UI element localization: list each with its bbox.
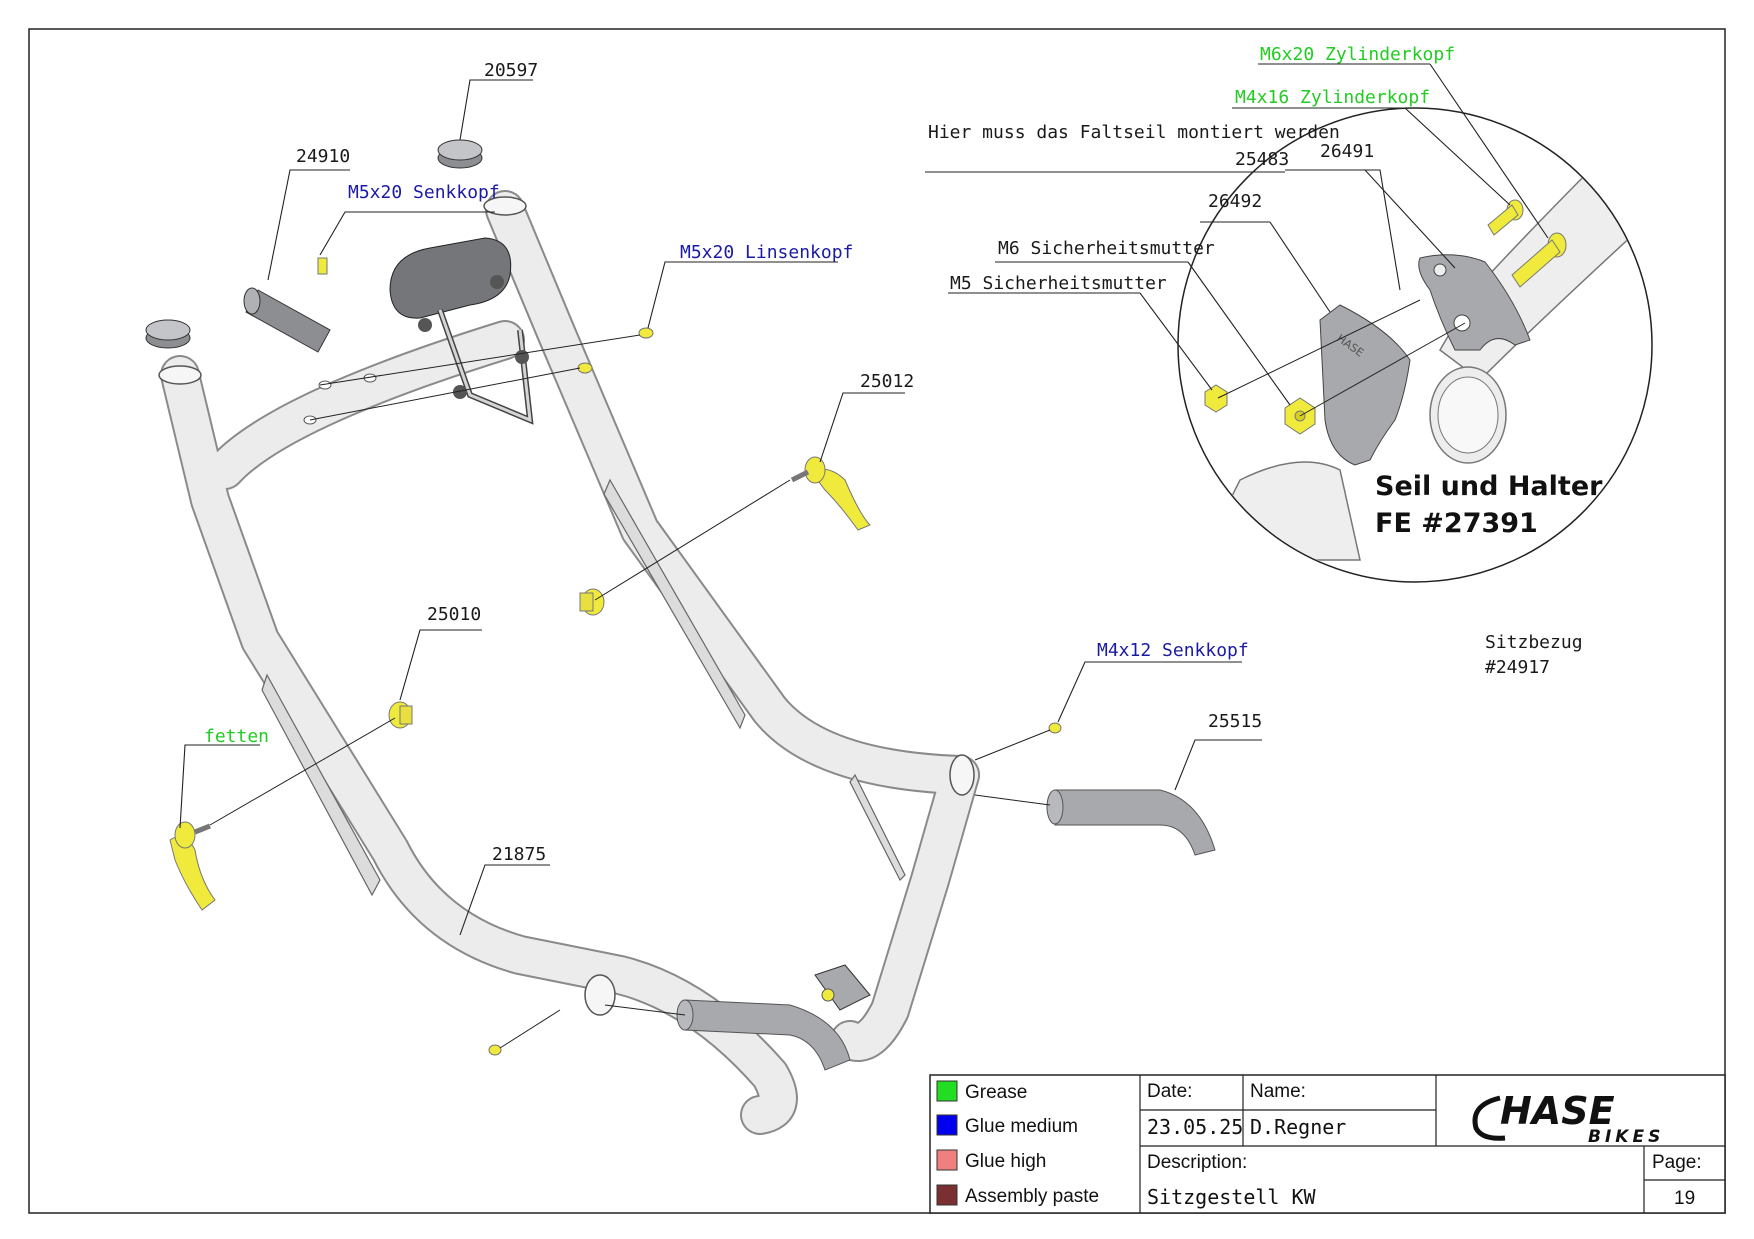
hase-bikes-logo: HASE BIKES xyxy=(1472,1089,1664,1147)
hardware-small-screws xyxy=(317,257,1062,1056)
legend-label-assembly-paste: Assembly paste xyxy=(965,1186,1099,1207)
legend-swatch-grease xyxy=(936,1080,958,1102)
hardware-25012-lever xyxy=(790,456,871,531)
detail-view: HASE xyxy=(1177,107,1653,583)
part-25483-holder xyxy=(1319,304,1411,466)
date-value: 23.05.25 xyxy=(1147,1115,1243,1139)
part-lower-cap xyxy=(676,999,851,1071)
name-label: Name: xyxy=(1250,1081,1306,1102)
label-25483: 25483 xyxy=(1235,149,1289,170)
legend-label-glue-medium: Glue medium xyxy=(965,1116,1078,1137)
label-m4x12-senkkopf: M4x12 Senkkopf xyxy=(1097,640,1249,661)
label-faltseil-note: Hier muss das Faltseil montiert werden xyxy=(928,122,1340,143)
label-m5x20-linsenkopf: M5x20 Linsenkopf xyxy=(680,242,853,263)
detail-title-line2: FE #27391 xyxy=(1375,508,1538,539)
part-25515-cap xyxy=(1046,789,1216,856)
page-value: 19 xyxy=(1674,1188,1695,1209)
label-25515: 25515 xyxy=(1208,711,1262,732)
legend-swatch-glue-high xyxy=(936,1149,958,1171)
logo-sub: BIKES xyxy=(1588,1127,1664,1147)
part-left-plug xyxy=(145,319,191,349)
label-sitzbezug: Sitzbezug xyxy=(1485,632,1583,653)
hardware-25010-bushing xyxy=(388,701,413,729)
label-m4x16-zylinderkopf: M4x16 Zylinderkopf xyxy=(1235,87,1430,108)
label-m6x20-zylinderkopf: M6x20 Zylinderkopf xyxy=(1260,44,1455,65)
assembly-axis-lines xyxy=(209,334,1051,1049)
description-value: Sitzgestell KW xyxy=(1147,1185,1317,1209)
latch-bracket xyxy=(389,237,534,425)
part-24910-pin xyxy=(243,287,331,353)
hardware-fetten-lever xyxy=(169,821,216,911)
title-block: Grease Glue medium Glue high Assembly pa… xyxy=(929,1074,1726,1214)
description-label: Description: xyxy=(1147,1152,1247,1173)
label-25010: 25010 xyxy=(427,604,481,625)
label-21875: 21875 xyxy=(492,844,546,865)
part-20597-plug xyxy=(437,139,483,169)
label-24910: 24910 xyxy=(296,146,350,167)
page-label: Page: xyxy=(1652,1152,1702,1173)
legend: Grease Glue medium Glue high Assembly pa… xyxy=(936,1080,1099,1207)
hardware-bushing-mid xyxy=(579,588,605,616)
legend-label-glue-high: Glue high xyxy=(965,1151,1046,1172)
detail-title-line1: Seil und Halter xyxy=(1375,471,1603,502)
seat-frame xyxy=(158,190,980,1135)
label-26492: 26492 xyxy=(1208,191,1262,212)
sheet-border xyxy=(28,28,1726,1214)
part-26491-plate xyxy=(1418,254,1531,351)
legend-swatch-glue-medium xyxy=(936,1114,958,1136)
date-label: Date: xyxy=(1147,1081,1192,1102)
detail-yellow-hardware xyxy=(1204,199,1567,435)
label-fetten: fetten xyxy=(204,726,269,747)
name-value: D.Regner xyxy=(1250,1115,1346,1139)
label-m5x20-senkkopf: M5x20 Senkkopf xyxy=(348,182,500,203)
legend-label-grease: Grease xyxy=(965,1082,1027,1103)
leader-lines xyxy=(179,63,1549,936)
legend-swatch-assembly-paste xyxy=(936,1184,958,1206)
small-bracket-lower xyxy=(814,964,871,1011)
label-25012: 25012 xyxy=(860,371,914,392)
label-m6-sicherheitsmutter: M6 Sicherheitsmutter xyxy=(998,238,1215,259)
logo-main: HASE xyxy=(1500,1089,1615,1133)
label-m5-sicherheitsmutter: M5 Sicherheitsmutter xyxy=(950,273,1167,294)
label-20597: 20597 xyxy=(484,60,538,81)
label-26491: 26491 xyxy=(1320,141,1374,162)
label-sitzbezug-number: #24917 xyxy=(1485,657,1550,678)
